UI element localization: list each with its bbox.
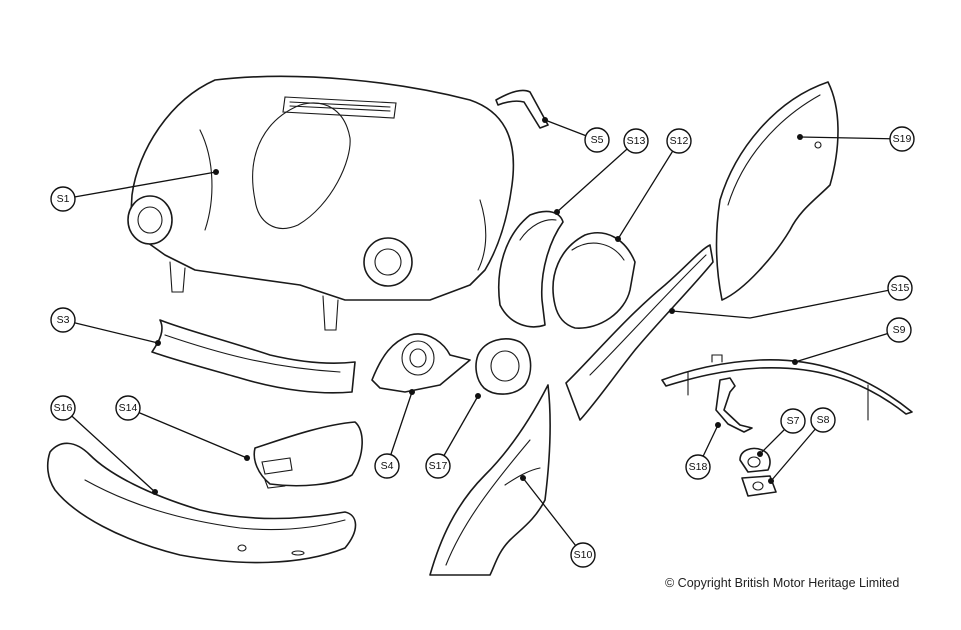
callout-s19: S19	[889, 126, 915, 152]
callout-label: S15	[891, 282, 910, 294]
part-bracket-s8	[741, 475, 777, 497]
part-cross-member-s9	[661, 354, 913, 421]
callout-s15: S15	[887, 275, 913, 301]
callout-label: S14	[119, 402, 138, 414]
callout-label: S1	[57, 193, 70, 205]
callout-s12: S12	[666, 128, 692, 154]
callout-s5: S5	[584, 127, 610, 153]
callout-label: S9	[893, 324, 906, 336]
callout-label: S4	[381, 460, 394, 472]
callout-s3: S3	[50, 307, 76, 333]
callout-label: S18	[689, 461, 708, 473]
callout-s9: S9	[886, 317, 912, 343]
part-front-bumper-s16	[46, 442, 357, 564]
part-valance-s3	[151, 319, 356, 394]
callout-s14: S14	[115, 395, 141, 421]
callout-s7: S7	[780, 408, 806, 434]
part-bumper-quarter-s14	[253, 421, 363, 489]
part-wing-s10	[429, 384, 551, 576]
callout-s16: S16	[50, 395, 76, 421]
callout-label: S7	[787, 415, 800, 427]
part-headlamp-surround-s17	[475, 338, 532, 395]
callout-label: S16	[54, 402, 73, 414]
callout-label: S17	[429, 460, 448, 472]
callout-s13: S13	[623, 128, 649, 154]
callout-s4: S4	[374, 453, 400, 479]
callout-s17: S17	[425, 453, 451, 479]
callout-label: S12	[670, 135, 689, 147]
part-bonnet	[127, 75, 515, 331]
callout-label: S10	[574, 549, 593, 561]
callout-s10: S10	[570, 542, 596, 568]
part-stay-s18	[715, 377, 753, 433]
callout-s18: S18	[685, 454, 711, 480]
callout-s8: S8	[810, 407, 836, 433]
leader-dots	[152, 117, 803, 495]
callout-label: S3	[57, 314, 70, 326]
callout-label: S13	[627, 135, 646, 147]
part-wheel-arch-s13	[497, 210, 564, 328]
part-wheel-arch-s12	[552, 232, 636, 329]
part-sill-s15	[565, 244, 714, 421]
callout-label: S8	[817, 414, 830, 426]
part-bracket-s7	[739, 447, 771, 473]
callout-label: S5	[591, 134, 604, 146]
callout-label: S19	[893, 133, 912, 145]
part-bracket-s5	[495, 89, 549, 129]
copyright-notice: © Copyright British Motor Heritage Limit…	[665, 576, 900, 590]
callout-s1: S1	[50, 186, 76, 212]
part-wing-s19	[715, 81, 839, 301]
part-headlamp-bowl-s4	[371, 333, 471, 393]
